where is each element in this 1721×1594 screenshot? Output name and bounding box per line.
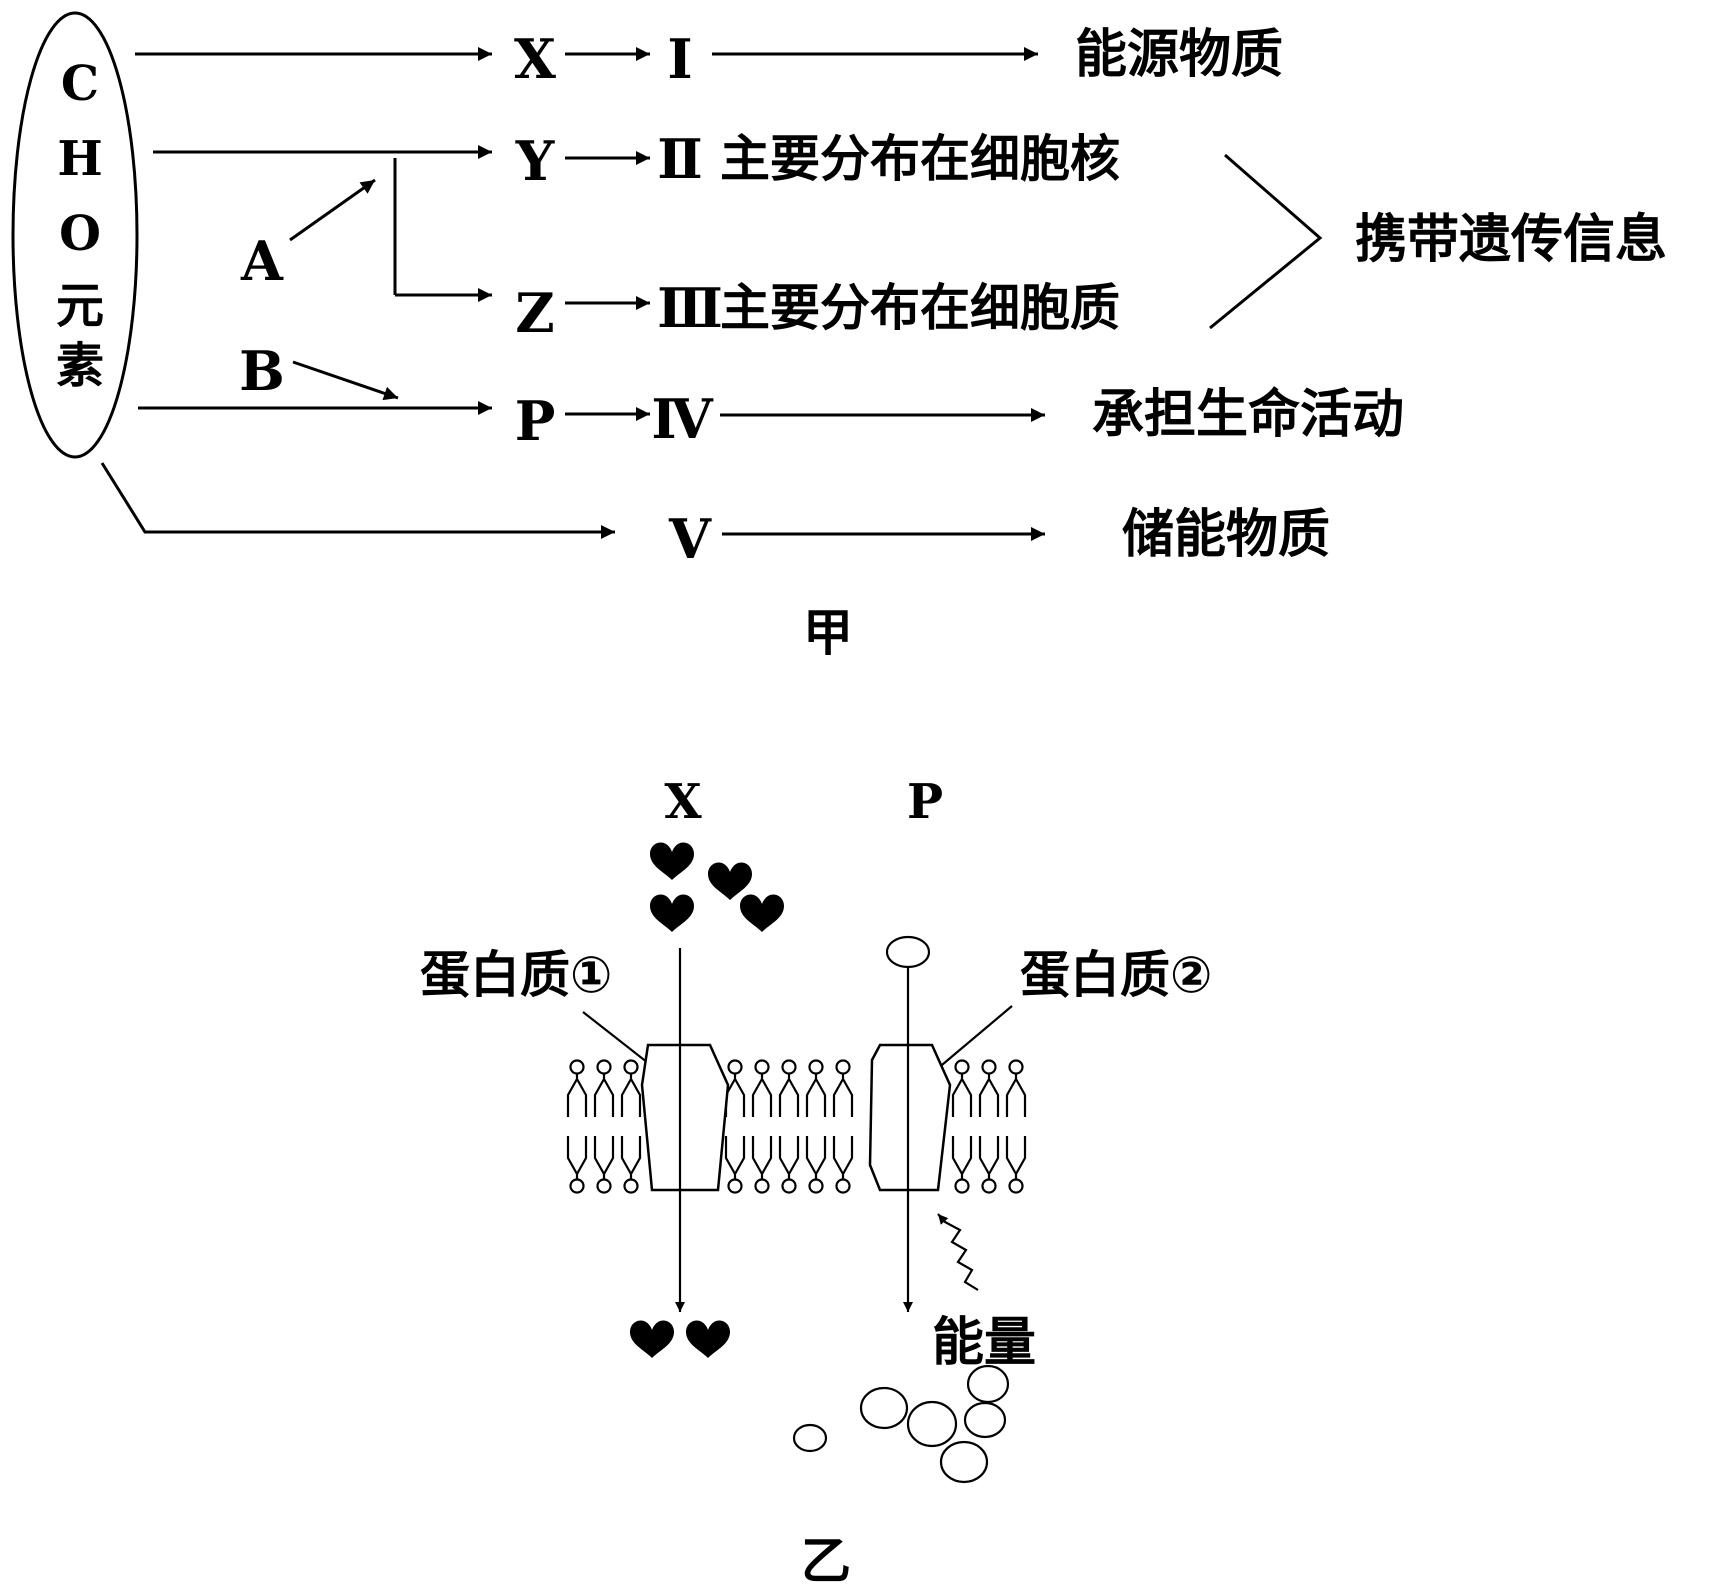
- modifier-b: B: [239, 339, 285, 403]
- diagram-b: X P 蛋白质① 蛋白质②: [420, 774, 1212, 1590]
- bracket: [1209, 153, 1323, 330]
- function-v: 储能物质: [1122, 505, 1330, 565]
- glucose-heart-icon: [650, 842, 694, 880]
- lipid-bilayer: [566, 1059, 1027, 1194]
- glucose-heart-icon: [630, 1320, 674, 1358]
- element-h: H: [57, 131, 102, 187]
- energy-molecules: [792, 1364, 1010, 1484]
- element-c: C: [61, 56, 99, 112]
- protein-2-leader: [929, 1005, 1013, 1076]
- element-word-2: 素: [56, 338, 104, 394]
- glucose-heart-icon: [708, 862, 752, 900]
- function-i: 能源物质: [1075, 25, 1283, 85]
- energy-arrow: [937, 1213, 979, 1291]
- monomer-z: Z: [515, 281, 554, 345]
- label-p: P: [907, 774, 943, 830]
- small-molecule-p-icon: [885, 935, 931, 969]
- function-iv: 承担生命活动: [1092, 385, 1404, 445]
- energy-label: 能量: [932, 1313, 1036, 1373]
- monomer-p: P: [515, 389, 556, 453]
- polymer-ii: Ⅱ: [657, 127, 703, 191]
- glucose-heart-icon: [650, 894, 694, 932]
- glucose-heart-icon: [686, 1320, 730, 1358]
- arrow-to-v: [100, 462, 615, 539]
- polymer-i: Ⅰ: [667, 27, 692, 91]
- arrow-b: [292, 360, 399, 401]
- function-shared: 携带遗传信息: [1355, 210, 1667, 270]
- polymer-iv: Ⅳ: [651, 387, 714, 451]
- modifier-a: A: [240, 229, 284, 293]
- function-ii: 主要分布在细胞核: [720, 130, 1120, 188]
- element-word-1: 元: [56, 278, 104, 334]
- polymer-v: Ⅴ: [668, 507, 712, 571]
- arrow-a: [289, 178, 376, 242]
- diagram-a: C H O 元 素 X Ⅰ 能源物质 Y Ⅱ 主要分布在细胞核 Z Ⅲ 主要分布…: [11, 11, 1667, 662]
- protein-2-label: 蛋白质②: [1020, 946, 1212, 1004]
- protein-1-label: 蛋白质①: [420, 946, 612, 1004]
- function-iii: 主要分布在细胞质: [720, 279, 1120, 337]
- protein-2-shape: [868, 1043, 952, 1192]
- polymer-iii: Ⅲ: [657, 276, 723, 340]
- label-x: X: [664, 774, 702, 830]
- element-ellipse: [11, 11, 139, 459]
- monomer-x: X: [514, 27, 556, 91]
- caption-a: 甲: [803, 604, 853, 662]
- caption-b: 乙: [801, 1532, 851, 1590]
- glucose-heart-icon: [740, 894, 784, 932]
- protein-1-shape: [640, 1043, 730, 1192]
- element-o: O: [59, 206, 101, 262]
- monomer-y: Y: [515, 129, 556, 193]
